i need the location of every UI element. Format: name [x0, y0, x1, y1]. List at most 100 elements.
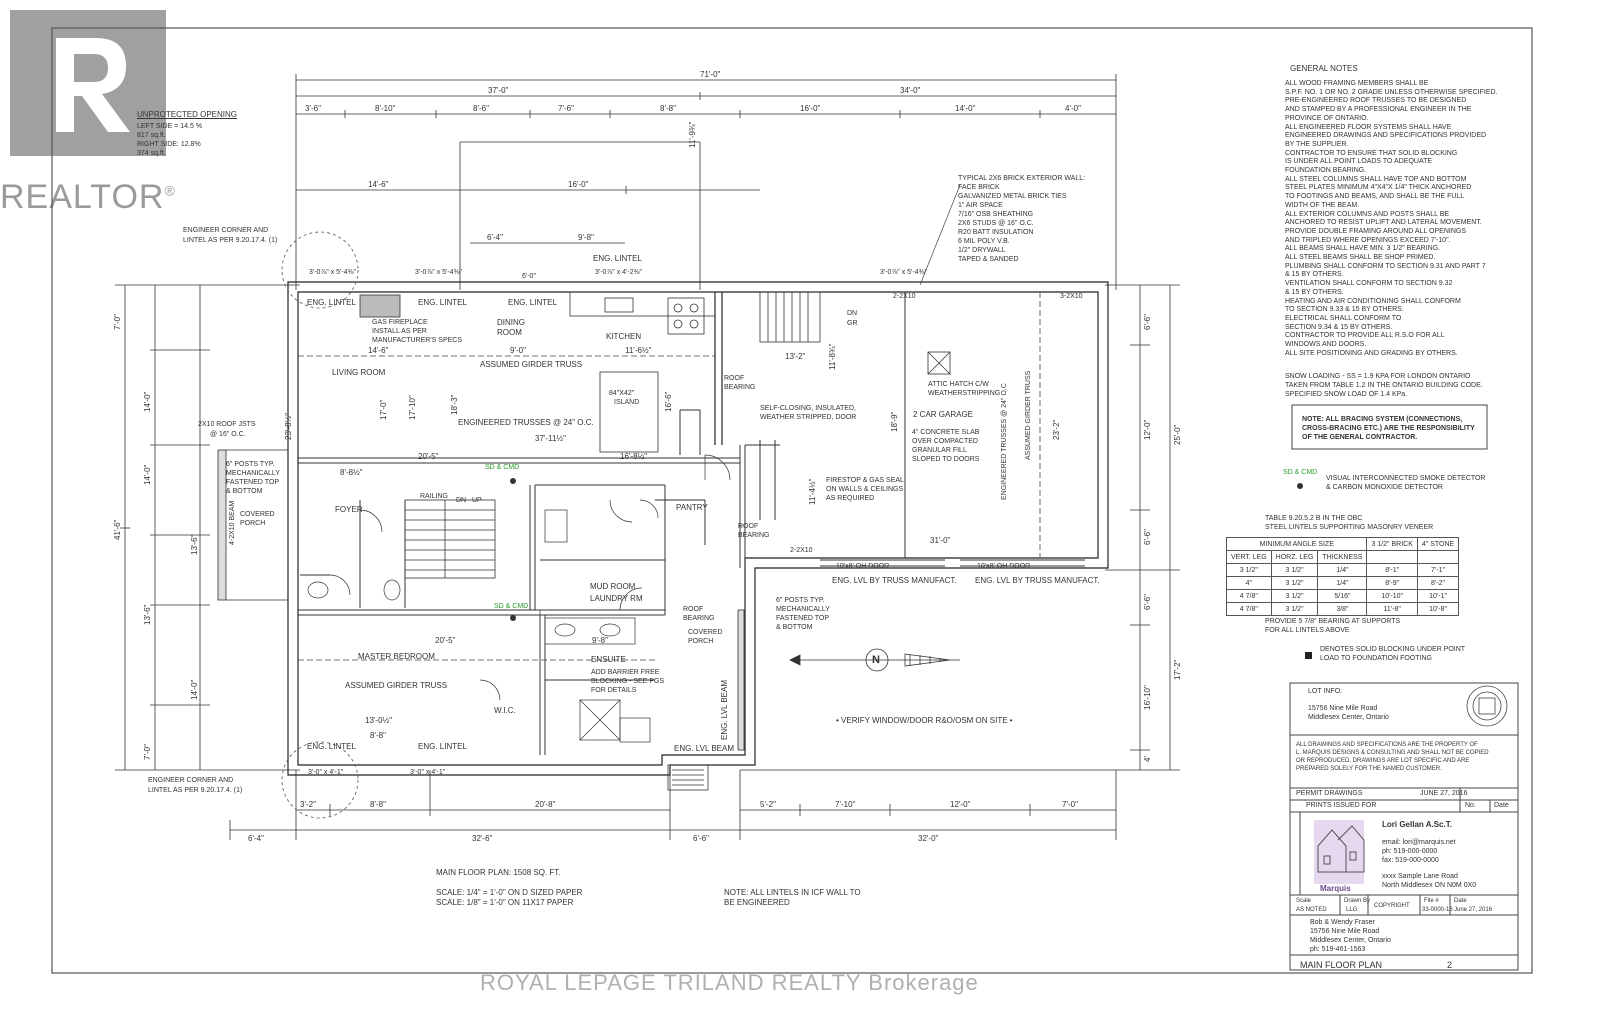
- dim-living-w: 14'-6": [368, 346, 389, 355]
- self-closing-2: WEATHER STRIPPED, DOOR: [760, 414, 857, 421]
- posts-left-3: FASTENED TOP: [226, 479, 280, 486]
- pantry-label: PANTRY: [676, 503, 708, 512]
- dim-row3-1: 6'-4": [487, 233, 503, 242]
- dim-row2-1: 14'-6": [368, 180, 389, 189]
- dim-right-vert: 11'-9¾": [688, 121, 697, 148]
- general-note-line: ENGINEERED DRAWINGS AND SPECIFICATIONS P…: [1285, 132, 1487, 140]
- dim-bot-8: 6'-4": [248, 834, 264, 843]
- dim-top-8: 4'-0": [1065, 104, 1081, 113]
- date-value: June 27, 2016: [1454, 907, 1493, 913]
- dim-top-4: 7'-6": [558, 104, 574, 113]
- assumed-girder-garage: ASSUMED GIRDER TRUSS: [1025, 370, 1032, 460]
- dim-right-half: 34'-0": [900, 86, 921, 95]
- dim-garage-18: 18'-9": [890, 411, 899, 432]
- lintel-note-2: BE ENGINEERED: [724, 898, 790, 907]
- dim-right-1: 6'-6": [1143, 314, 1152, 330]
- garage-label: 2 CAR GARAGE: [913, 410, 974, 419]
- sd-cmd-2: SD & CMD: [494, 603, 529, 610]
- general-note-line: AND STAMPED BY A PROFESSIONAL ENGINEER I…: [1285, 106, 1472, 114]
- dim-left-total: 41'-6": [113, 519, 122, 540]
- dim-top-2: 8'-10": [375, 104, 396, 113]
- window-bottom-2: 3'-0" x 4'-1": [410, 769, 446, 776]
- designer-name: Lori Gellan A.Sc.T.: [1382, 820, 1452, 829]
- lintel-table-title-2: STEEL LINTELS SUPPORTING MASONRY VENEER: [1265, 524, 1434, 531]
- copyright-4: PREPARED SOLELY FOR THE NAMED CUSTOMER.: [1296, 766, 1442, 772]
- permit-date: JUNE 27, 2016: [1420, 790, 1468, 797]
- sd-cmd-1: SD & CMD: [485, 464, 520, 471]
- general-note-line: ALL STEEL COLUMNS SHALL HAVE TOP AND BOT…: [1285, 175, 1467, 183]
- general-note-line: PRE-ENGINEERED ROOF TRUSSES TO BE DESIGN…: [1285, 97, 1467, 105]
- dim-bot-10: 6'-6": [693, 834, 709, 843]
- dim-right-total-b: 17'-2": [1173, 659, 1182, 680]
- eng-lvl-left: ENG. LVL BY TRUSS MANUFACT.: [832, 576, 957, 585]
- oh-door-1: 10'x8' OH DOOR: [836, 563, 890, 570]
- posts-right-3: FASTENED TOP: [776, 615, 830, 622]
- general-note-line: ELECTRICAL SHALL CONFORM TO: [1285, 314, 1402, 322]
- roof-jsts-1: 2X10 ROOF JSTS: [198, 421, 256, 428]
- general-note-line: VENTILATION SHALL CONFORM TO SECTION 9.3…: [1285, 280, 1453, 288]
- unprotected-left: LEFT SIDE = 14.5 %: [137, 123, 203, 130]
- laundry-label: LAUNDRY RM: [590, 594, 643, 603]
- window-5: 3'-0⅞" x 5'-4⅜": [880, 269, 927, 276]
- client-1: Bob & Wendy Fraser: [1310, 919, 1375, 926]
- scale-note-2: SCALE: 1/8" = 1'-0" ON 11X17 PAPER: [436, 898, 574, 907]
- self-closing-1: SELF-CLOSING, INSULATED,: [760, 405, 856, 412]
- general-note-line: WINDOWS AND DOORS.: [1285, 341, 1367, 349]
- dim-bot-9: 32'-6": [472, 834, 493, 843]
- copyright-3: OR REPRODUCED. DRAWINGS ARE LOT SPECIFIC…: [1296, 758, 1470, 764]
- dim-right-b-2: 16'-10": [1143, 685, 1152, 710]
- eng-lintel-1: ENG. LINTEL: [307, 298, 356, 307]
- prints-issued: PRINTS ISSUED FOR: [1306, 802, 1377, 809]
- dim-dining-w: 9'-0": [510, 346, 526, 355]
- island-label-1: 84"X42": [609, 390, 635, 397]
- date-label-2: Date: [1454, 898, 1467, 904]
- general-note-line: CONTRACTOR TO PROVIDE ALL R.S.O FOR ALL: [1285, 332, 1445, 340]
- roof-bearing-2b: BEARING: [738, 532, 770, 539]
- legend-blocking-1: DENOTES SOLID BLOCKING UNDER POINT: [1320, 646, 1466, 653]
- roof-bearing-2a: ROOF: [738, 523, 759, 530]
- unprotected-right: RIGHT SIDE: 12.8%: [137, 141, 201, 148]
- brokerage-watermark: ROYAL LEPAGE TRILAND REALTY Brokerage: [480, 970, 979, 995]
- dim-mid-11: 11'-8¾": [828, 343, 837, 370]
- dim-right-b-3: 4': [1143, 756, 1152, 762]
- dim-inner-17b: 17'-10": [408, 395, 417, 420]
- unprotected-right-area: 374 sq.ft.: [137, 150, 166, 157]
- dim-mid-20: 20'-5": [418, 452, 439, 461]
- dim-overall: 71'-0": [700, 70, 721, 79]
- dim-bot-6: 12'-0": [950, 800, 971, 809]
- file-label: File #: [1424, 898, 1439, 904]
- dim-bot-3: 20'-8": [535, 800, 556, 809]
- dim-living-h: 23'-8½": [284, 412, 293, 440]
- window-2: 3'-0⅞" x 5'-4⅜": [415, 269, 462, 276]
- roof-bearing-1: ROOF: [724, 375, 745, 382]
- firm-address-1: xxxx Sample Lane Road: [1382, 873, 1458, 880]
- dim-mid-16: 16'-8½": [620, 452, 648, 461]
- dim-inner-18: 18'-3": [450, 394, 459, 415]
- verify-note: • VERIFY WINDOW/DOOR R&O/OSM ON SITE •: [836, 716, 1013, 725]
- client-2: 15756 Nine Mile Road: [1310, 928, 1380, 935]
- engineered-trusses-garage: ENGINEERED TRUSSES @ 24" O.C: [1001, 383, 1008, 500]
- general-note-line: ALL ENGINEERED FLOOR SYSTEMS SHALL HAVE: [1285, 123, 1452, 131]
- dim-bot-2: 8'-8": [370, 800, 386, 809]
- assumed-girder-truss-bottom: ASSUMED GIRDER TRUSS: [345, 681, 448, 690]
- island-label-2: ISLAND: [614, 399, 640, 406]
- engineer-note-bottom-1: ENGINEER CORNER AND: [148, 777, 234, 784]
- no-label: No.: [1465, 802, 1476, 809]
- slab-3: GRANULAR FILL: [912, 447, 967, 454]
- copyright-mark: COPYRIGHT: [1374, 903, 1410, 909]
- eng-lvl-beam-h: ENG. LVL BEAM: [674, 744, 735, 753]
- beam-left: 4-2X10 BEAM: [229, 500, 236, 545]
- posts-right-1: 6" POSTS TYP.: [776, 597, 825, 604]
- window-1: 3'-0⅞" x 5'-4⅜": [309, 269, 356, 276]
- firm-address-2: North Middlesex ON N0M 0X0: [1382, 882, 1477, 889]
- general-note-line: ALL WOOD FRAMING MEMBERS SHALL BE: [1285, 80, 1429, 87]
- bracing-note: NOTE: ALL BRACING SYSTEM (CONNECTIONS, C…: [1302, 416, 1475, 441]
- eng-lintel-bed-1: ENG. LINTEL: [307, 742, 356, 751]
- engineer-note-top-1: ENGINEER CORNER AND: [183, 227, 269, 234]
- general-note-line: PLUMBING SHALL CONFORM TO SECTION 9.31 A…: [1285, 262, 1486, 270]
- dim-left-2: 14'-0": [143, 391, 152, 412]
- dim-right-total: 25'-0": [1173, 424, 1182, 445]
- legend-smoke-2: & CARBON MONOXIDE DETECTOR: [1326, 484, 1443, 491]
- legend-smoke-1: VISUAL INTERCONNECTED SMOKE DETECTOR: [1326, 475, 1486, 482]
- attic-hatch-2: WEATHERSTRIPPING: [928, 390, 1001, 397]
